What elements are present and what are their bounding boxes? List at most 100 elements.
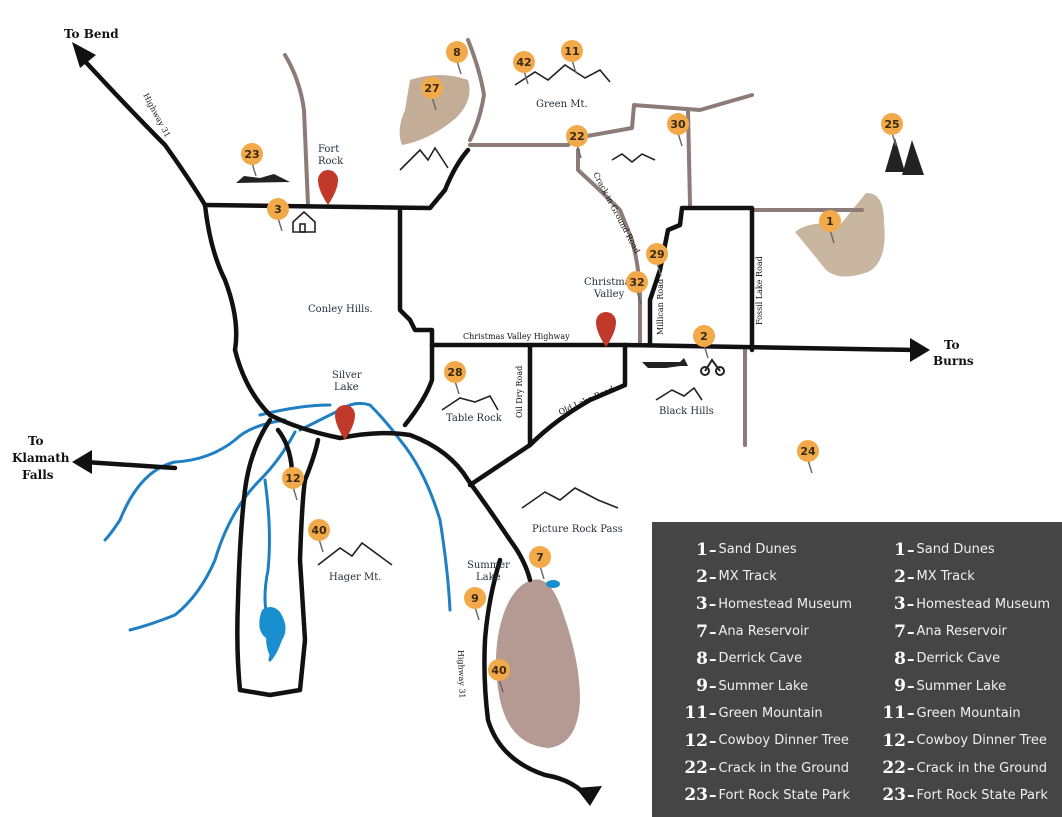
poi-marker-28[interactable]: 28 [444, 361, 466, 395]
christmas-valley-pin-icon[interactable] [596, 312, 616, 347]
label-to-klamath-1: To [28, 434, 44, 448]
legend-item-dash: – [906, 595, 915, 614]
green-mt-mountain-icon [514, 63, 611, 86]
label-to-burns-2: Burns [933, 354, 974, 368]
poi-marker-32[interactable]: 32 [626, 271, 648, 305]
poi-marker-42[interactable]: 42 [513, 51, 535, 85]
marker-number: 2 [700, 330, 708, 343]
road-fossil-lake: Fossil Lake Road [755, 256, 764, 325]
legend-item: 11–Green Mountain [850, 700, 1050, 727]
label-summer-lake-2: Lake [476, 572, 501, 583]
legend-item-dash: – [709, 731, 717, 750]
marker-stem [456, 60, 462, 75]
fort-rock-mountain-icon [399, 146, 449, 171]
legend-item-number: 12 [882, 730, 906, 751]
legend-item-name: Crack in the Ground [916, 760, 1047, 776]
label-christmas-valley-2: Valley [593, 289, 625, 300]
poi-marker-23[interactable]: 23 [241, 143, 263, 177]
marker-circle [819, 210, 841, 232]
label-silver-lake-1: Silver [332, 370, 362, 381]
marker-circle [693, 325, 715, 347]
arrow-heads [72, 42, 930, 806]
road-oil-dry: Oil Dry Road [515, 366, 524, 418]
road-millican: Millican Road [656, 279, 665, 335]
road-crack-ground: Crack in Ground Road [591, 171, 641, 255]
legend-item-number: 9 [894, 676, 906, 697]
fort-rock-formation [399, 75, 470, 145]
poi-marker-3[interactable]: 3 [267, 198, 289, 232]
marker-number: 9 [471, 592, 479, 605]
poi-marker-12[interactable]: 12 [282, 467, 304, 501]
marker-number: 30 [670, 118, 686, 131]
poi-marker-24[interactable]: 24 [797, 440, 819, 474]
legend-item-name: Homestead Museum [718, 596, 852, 612]
city-pins [318, 170, 616, 440]
fort-rock-pin-icon[interactable] [318, 170, 338, 205]
legend-item: 23–Fort Rock State Park [850, 782, 1050, 809]
legend-item-number: 3 [893, 594, 906, 615]
legend-item-dash: – [907, 677, 915, 696]
legend-item: 12–Cowboy Dinner Tree [850, 727, 1050, 754]
legend-item: 2–MX Track [850, 563, 1050, 590]
legend-item-dash: – [907, 786, 915, 805]
poi-marker-1[interactable]: 1 [819, 210, 841, 244]
legend-item-number: 1 [696, 539, 708, 560]
legend-item-number: 8 [696, 648, 708, 669]
legend-item: 3–Homestead Museum [652, 591, 852, 618]
marker-circle [646, 243, 668, 265]
marker-stem [277, 217, 283, 232]
legend-item-name: Summer Lake [916, 678, 1007, 694]
label-christmas-valley-1: Christmas [584, 277, 636, 288]
legend-item-name: MX Track [718, 569, 777, 585]
poi-marker-22[interactable]: 22 [566, 125, 588, 159]
poi-marker-2[interactable]: 2 [693, 325, 715, 359]
poi-marker-25[interactable]: 25 [881, 113, 903, 147]
marker-circle [308, 519, 330, 541]
label-to-klamath-2: Klamath [12, 451, 70, 465]
road-highway31-north: Highway 31 [141, 92, 172, 139]
label-picture-rock-pass: Picture Rock Pass [532, 524, 623, 535]
marker-circle [566, 125, 588, 147]
mountain-icons [317, 63, 703, 566]
legend-item: 1–Sand Dunes [850, 536, 1050, 563]
poi-marker-27[interactable]: 27 [421, 77, 443, 111]
marker-number: 40 [491, 664, 507, 677]
legend-item-dash: – [907, 540, 915, 559]
poi-marker-40[interactable]: 40 [488, 659, 510, 693]
silver-lake-pin-icon[interactable] [335, 405, 355, 440]
poi-marker-8[interactable]: 8 [446, 41, 468, 75]
label-summer-lake-1: Summer [467, 560, 510, 571]
poi-marker-30[interactable]: 30 [667, 113, 689, 147]
hager-lake [259, 606, 286, 660]
legend-item-dash: – [709, 786, 717, 805]
poi-marker-7[interactable]: 7 [529, 546, 551, 580]
legend-item-number: 3 [695, 594, 708, 615]
legend-item-dash: – [709, 567, 717, 586]
legend-item-number: 8 [894, 648, 906, 669]
legend-item-number: 2 [894, 566, 906, 587]
marker-number: 22 [569, 130, 584, 143]
marker-stem [474, 606, 480, 621]
poi-marker-11[interactable]: 11 [561, 40, 583, 74]
legend-item-dash: – [709, 677, 717, 696]
legend-item-number: 9 [696, 676, 708, 697]
mx-track-icon [700, 358, 725, 376]
marker-number: 8 [453, 46, 461, 59]
road-old-lake: Old Lake Road [557, 384, 615, 417]
marker-circle [561, 40, 583, 62]
marker-number: 23 [244, 148, 259, 161]
marker-circle [446, 41, 468, 63]
poi-marker-9[interactable]: 9 [464, 587, 486, 621]
arrow-to-klamath-icon [72, 450, 92, 474]
poi-marker-29[interactable]: 29 [646, 243, 668, 277]
road-highway31-south: Highway 31 [456, 650, 467, 699]
legend-item: 8–Derrick Cave [850, 645, 1050, 672]
legend-item-name: Cowboy Dinner Tree [718, 733, 849, 749]
marker-stem [251, 162, 257, 177]
poi-marker-40[interactable]: 40 [308, 519, 330, 553]
legend-item: 8–Derrick Cave [652, 645, 852, 672]
